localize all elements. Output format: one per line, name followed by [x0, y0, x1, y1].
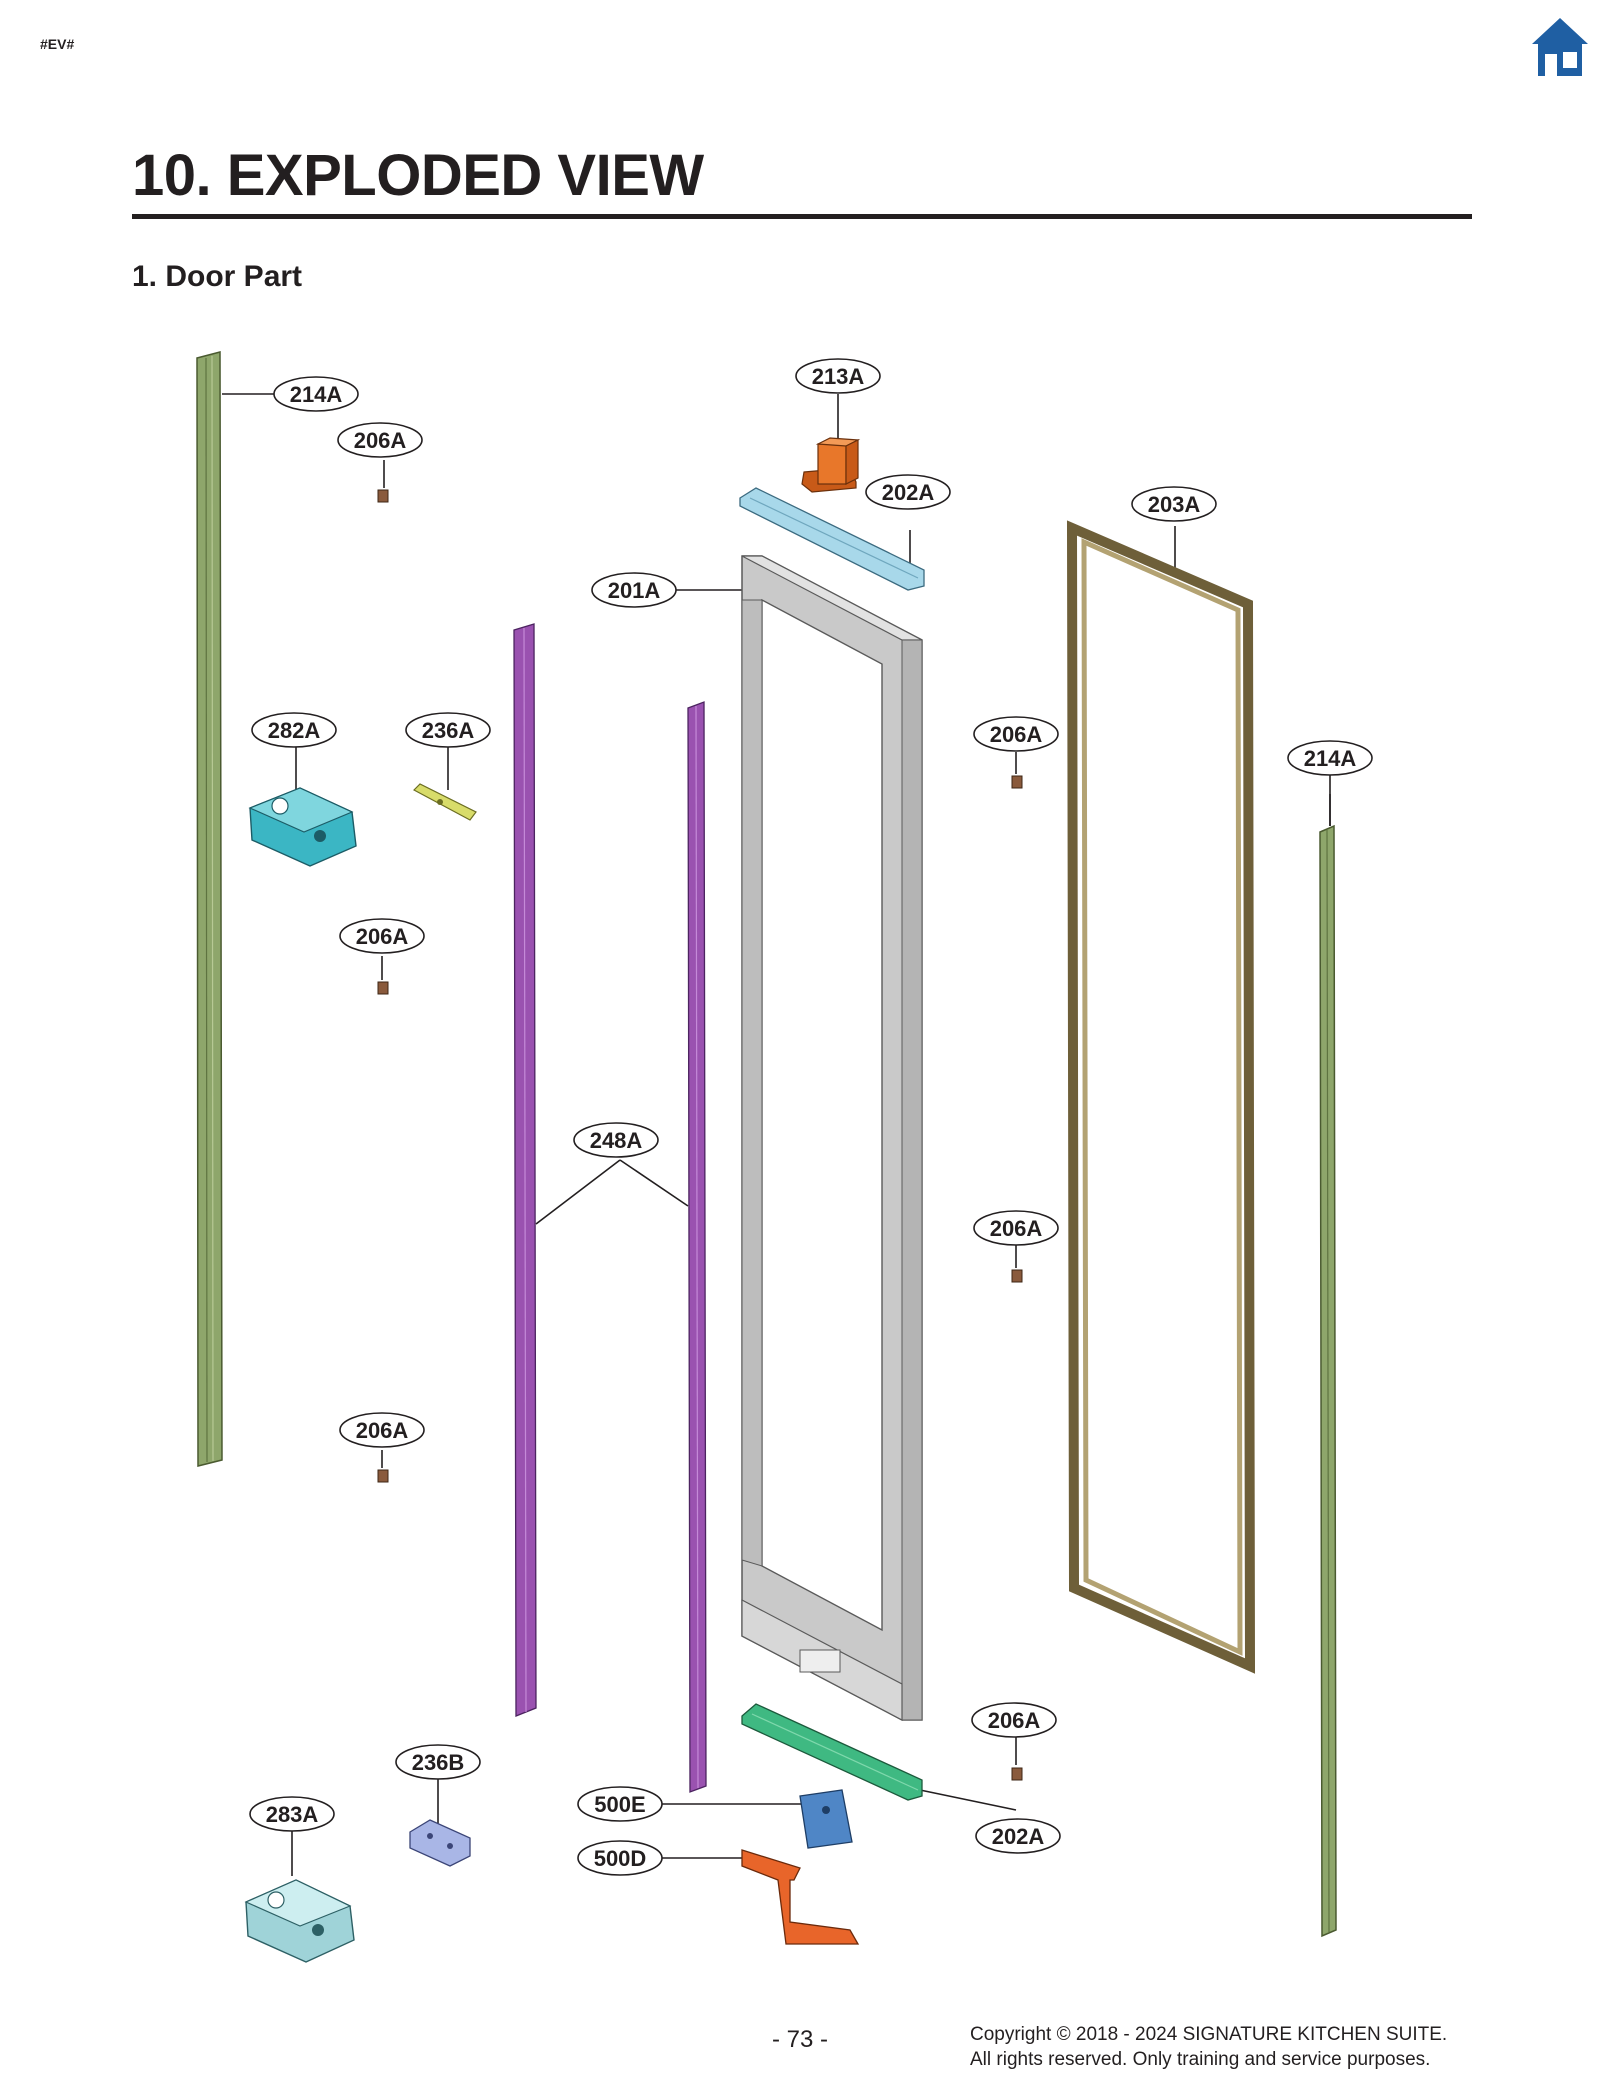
hinge-arm [741, 1849, 860, 1945]
callout-500E: 500E [577, 1786, 663, 1822]
lower-hinge-assembly [244, 1879, 355, 1963]
copyright-line-2: All rights reserved. Only training and s… [970, 2049, 1431, 2070]
callout-label: 214A [1304, 746, 1357, 771]
upper-stopper [413, 783, 477, 821]
section-subtitle: 1. Door Part [132, 260, 303, 293]
upper-bracket [739, 487, 925, 591]
callout-label: 282A [268, 718, 321, 743]
copyright-notice: Copyright © 2018 - 2024 SIGNATURE KITCHE… [970, 2022, 1447, 2072]
callout-214A-top: 214A [273, 376, 359, 412]
callout-label: 214A [290, 382, 343, 407]
callout-label: 236A [422, 718, 475, 743]
callout-282A: 282A [251, 712, 337, 748]
callout-label: 206A [988, 1708, 1041, 1733]
callout-202A-bottom: 202A [975, 1818, 1061, 1854]
callout-label: 202A [882, 480, 935, 505]
callout-206A-1: 206A [337, 422, 423, 458]
callout-236A: 236A [405, 712, 491, 748]
callout-label: 248A [590, 1128, 643, 1153]
callout-214A-right: 214A [1287, 740, 1373, 776]
callout-label: 201A [608, 578, 661, 603]
page-title: 10. EXPLODED VIEW [132, 143, 704, 208]
callout-206A-4: 206A [973, 1210, 1059, 1246]
callout-248A: 248A [573, 1122, 659, 1158]
callout-236B: 236B [395, 1744, 481, 1780]
callout-206A-6: 206A [971, 1702, 1057, 1738]
screws [377, 489, 1023, 1781]
door-gasket-strip-right [1319, 824, 1337, 1938]
lower-bracket [741, 1703, 923, 1801]
door-rails [513, 623, 707, 1793]
callout-label: 213A [812, 364, 865, 389]
callout-label: 206A [990, 722, 1043, 747]
callout-label: 202A [992, 1824, 1045, 1849]
callout-206A-5: 206A [339, 1412, 425, 1448]
callout-label: 206A [354, 428, 407, 453]
callout-500D: 500D [577, 1840, 663, 1876]
callout-label: 236B [412, 1750, 465, 1775]
callout-label: 206A [356, 1418, 409, 1443]
door-gasket-frame [1066, 520, 1256, 1674]
callout-283A: 283A [249, 1796, 335, 1832]
callout-202A-top: 202A [865, 474, 951, 510]
door-gasket-strip-left [196, 351, 223, 1467]
callout-label: 206A [356, 924, 409, 949]
document-tag: #EV# [40, 36, 75, 52]
copyright-line-1: Copyright © 2018 - 2024 SIGNATURE KITCHE… [970, 2024, 1448, 2045]
upper-hinge-assembly [248, 787, 357, 867]
callout-label: 500E [594, 1792, 645, 1817]
callout-213A: 213A [795, 358, 881, 394]
page-number: - 73 - [771, 2026, 828, 2053]
callout-label: 206A [990, 1216, 1043, 1241]
callout-label: 203A [1148, 492, 1201, 517]
callout-203A: 203A [1131, 486, 1217, 522]
hinge-cap [801, 437, 861, 493]
home-icon[interactable] [1530, 14, 1590, 80]
title-divider [132, 214, 1472, 219]
callout-label: 500D [594, 1846, 647, 1871]
lower-stopper-bracket [409, 1819, 471, 1867]
callout-201A: 201A [591, 572, 677, 608]
hinge-plate [799, 1789, 853, 1849]
callout-206A-3: 206A [339, 918, 425, 954]
callout-206A-2: 206A [973, 716, 1059, 752]
door-frame [741, 555, 923, 1721]
callout-label: 283A [266, 1802, 319, 1827]
